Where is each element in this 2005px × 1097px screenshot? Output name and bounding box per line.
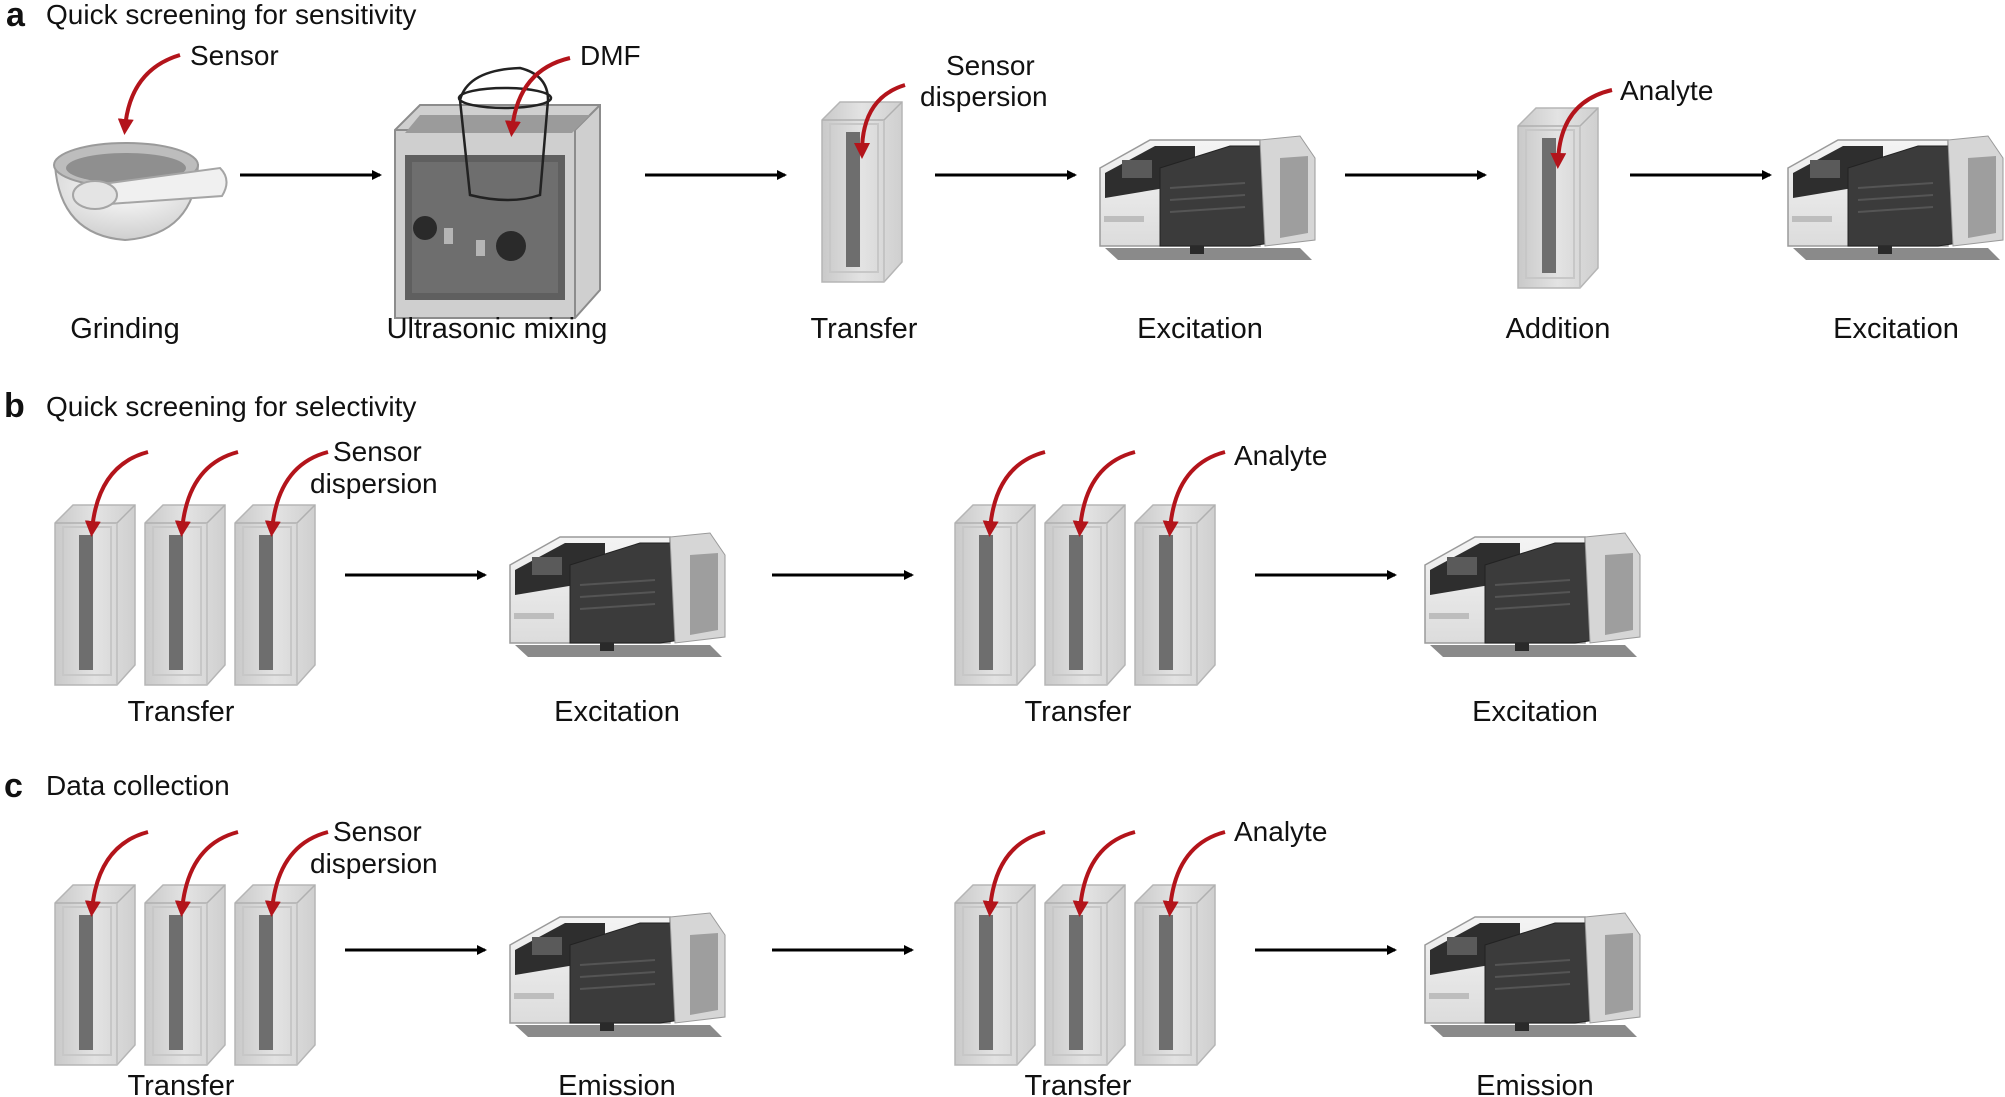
analyte-callout-arrow [1550, 88, 1613, 169]
cuvette-icon [144, 884, 226, 1066]
panel-c: c Data collection Sensor dispersion Anal… [4, 767, 1641, 1097]
cuvette-icon [1044, 884, 1126, 1066]
dmf-callout-arrow [504, 56, 571, 137]
sensor-callout-arrow [117, 53, 181, 135]
step-label: Transfer [1025, 1070, 1132, 1097]
step-label: Ultrasonic mixing [387, 313, 608, 345]
panel-title-c: Data collection [46, 770, 230, 801]
dispersion-callout-arrow [84, 450, 149, 537]
step-label: Emission [558, 1070, 676, 1097]
cuvette-icon [954, 884, 1036, 1066]
step-label: Transfer [128, 1070, 235, 1097]
callout-dmf: DMF [580, 40, 641, 71]
panel-label-c: c [4, 767, 23, 805]
callout-sensor-dispersion-line1: Sensor [333, 816, 422, 847]
callout-sensor-dispersion-line2: dispersion [920, 81, 1048, 112]
spectrometer-icon [1099, 135, 1316, 261]
cuvette-icon [234, 884, 316, 1066]
dispersion-callout-arrow [854, 83, 906, 159]
panel-label-b: b [4, 387, 25, 425]
step-label: Excitation [1833, 313, 1959, 345]
analyte-callout-arrow [982, 450, 1046, 537]
cuvette-icon [954, 504, 1036, 686]
dispersion-callout-arrow [174, 830, 239, 917]
callout-analyte: Analyte [1620, 75, 1713, 106]
step-label: Transfer [811, 313, 918, 345]
step-label: Emission [1476, 1070, 1594, 1097]
dispersion-callout-arrow [174, 450, 239, 537]
callout-sensor-dispersion-line2: dispersion [310, 848, 438, 879]
ultrasonic-bath-icon [394, 66, 601, 319]
callout-sensor-dispersion-line1: Sensor [946, 50, 1035, 81]
panel-b: b Quick screening for selectivity Sensor… [4, 387, 1641, 728]
step-label: Addition [1506, 313, 1611, 345]
panel-label-a: a [6, 0, 26, 34]
mortar-pestle-icon [53, 142, 228, 242]
analyte-callout-arrow [1072, 450, 1136, 537]
cuvette-icon [144, 504, 226, 686]
cuvette-icon [234, 504, 316, 686]
spectrometer-icon [509, 532, 726, 658]
step-label: Grinding [70, 313, 180, 345]
spectrometer-icon [1787, 135, 2004, 261]
cuvette-icon [54, 504, 136, 686]
spectrometer-icon [1424, 532, 1641, 658]
dispersion-callout-arrow [264, 450, 329, 537]
spectrometer-icon [509, 912, 726, 1038]
analyte-callout-arrow [1072, 830, 1136, 917]
spectrometer-icon [1424, 912, 1641, 1038]
step-label: Excitation [1137, 313, 1263, 345]
callout-sensor-dispersion-line2: dispersion [310, 468, 438, 499]
dispersion-callout-arrow [84, 830, 149, 917]
callout-sensor-dispersion-line1: Sensor [333, 436, 422, 467]
panel-title-b: Quick screening for selectivity [46, 391, 416, 422]
cuvette-icon [1134, 884, 1216, 1066]
step-label: Excitation [1472, 696, 1598, 728]
analyte-callout-arrow [1162, 830, 1226, 917]
callout-analyte: Analyte [1234, 816, 1327, 847]
step-label: Transfer [128, 696, 235, 728]
cuvette-icon [54, 884, 136, 1066]
analyte-callout-arrow [1162, 450, 1226, 537]
analyte-callout-arrow [982, 830, 1046, 917]
panel-title-a: Quick screening for sensitivity [46, 0, 416, 30]
cuvette-icon [821, 101, 903, 283]
cuvette-icon [1134, 504, 1216, 686]
panel-a: a Quick screening for sensitivity Sensor [6, 0, 2004, 345]
cuvette-icon [1044, 504, 1126, 686]
callout-sensor: Sensor [190, 40, 279, 71]
step-label: Transfer [1025, 696, 1132, 728]
dispersion-callout-arrow [264, 830, 329, 917]
callout-analyte: Analyte [1234, 440, 1327, 471]
step-label: Excitation [554, 696, 680, 728]
cuvette-icon [1517, 107, 1599, 289]
